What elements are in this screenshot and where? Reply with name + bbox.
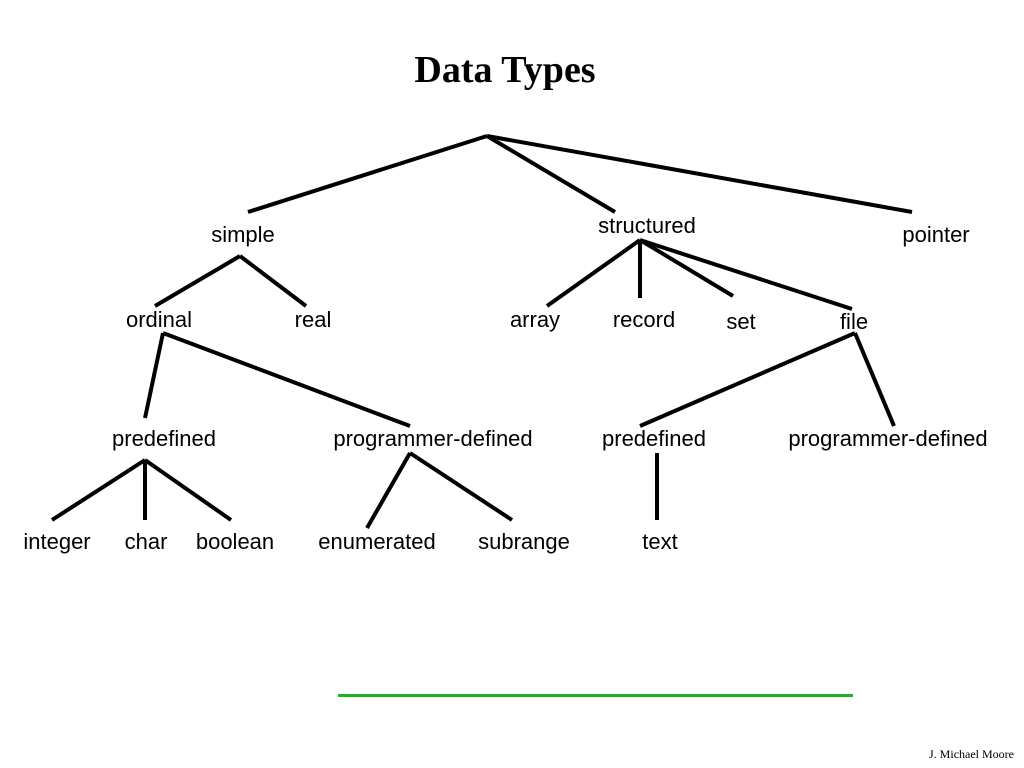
node-file-predefined: predefined (602, 426, 706, 451)
node-simple: simple (211, 222, 275, 247)
node-text: text (642, 529, 678, 554)
node-file-programmer-defined: programmer-defined (788, 426, 988, 451)
green-divider-line (338, 694, 853, 697)
node-set: set (726, 309, 756, 334)
edge-root-simple (247, 134, 488, 214)
author-credit: J. Michael Moore (929, 747, 1014, 761)
edge-ordinal-programmer-defined (162, 331, 411, 428)
edge-simple-real (238, 254, 308, 308)
node-ordinal-predefined: predefined (112, 426, 216, 451)
node-real: real (294, 307, 332, 332)
node-ordinal: ordinal (125, 307, 193, 332)
node-boolean: boolean (195, 529, 275, 554)
node-integer: integer (23, 529, 91, 554)
slide-title: Data Types (414, 49, 596, 91)
node-array: array (509, 307, 561, 332)
edge-programmer-defined-subrange (408, 451, 514, 522)
edge-root-pointer (486, 134, 913, 214)
edge-root-structured (485, 134, 617, 214)
node-record: record (612, 307, 676, 332)
node-file: file (839, 309, 869, 334)
edge-predefined-integer (50, 458, 147, 522)
node-pointer: pointer (902, 222, 970, 247)
edge-ordinal-predefined (143, 332, 165, 419)
edge-file-predefined (639, 331, 856, 428)
edge-programmer-defined-enumerated (365, 452, 412, 529)
node-structured: structured (598, 213, 696, 238)
node-subrange: subrange (478, 529, 570, 554)
edge-structured-array (545, 238, 642, 308)
node-ordinal-programmer-defined: programmer-defined (333, 426, 533, 451)
edge-predefined-boolean (143, 458, 233, 522)
edge-structured-file (639, 238, 853, 311)
node-char: char (124, 529, 168, 554)
node-enumerated: enumerated (318, 529, 436, 554)
edge-structured-set (638, 238, 735, 298)
edge-file-programmer-defined (853, 332, 896, 427)
edge-simple-ordinal (153, 254, 242, 308)
